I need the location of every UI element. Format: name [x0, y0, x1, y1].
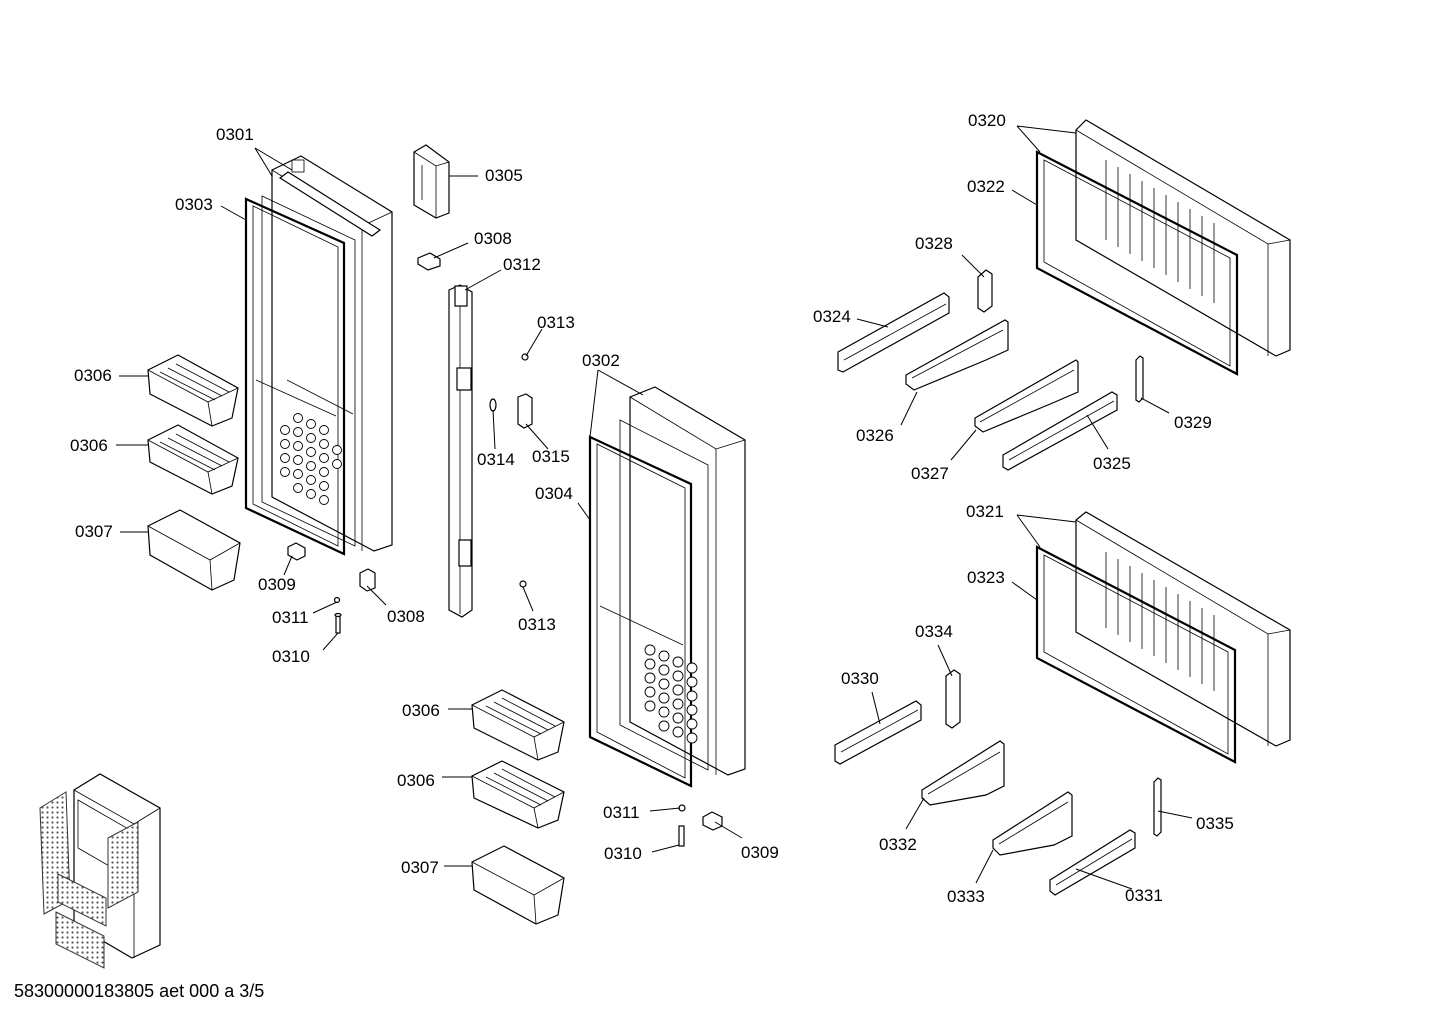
label-0308-upper: 0308 [474, 229, 512, 248]
left-shelf-lower [147, 509, 241, 591]
center-door-assembly [619, 386, 746, 776]
label-0324: 0324 [813, 307, 851, 326]
lower-right-slide-rail [1049, 829, 1136, 896]
upper-hinge-plate-right [1135, 355, 1144, 403]
cover-part [413, 144, 450, 219]
upper-drawer-ribs [1105, 160, 1215, 303]
upper-right-slide-rail [1002, 391, 1118, 471]
lower-hinge-plate-right [1153, 777, 1162, 837]
upper-drawer-front [1075, 119, 1291, 357]
label-0312: 0312 [503, 255, 541, 274]
center-door-hole-grid [644, 644, 698, 744]
center-shelf-upper [471, 689, 565, 761]
label-0302: 0302 [582, 351, 620, 370]
label-0327: 0327 [911, 464, 949, 483]
label-0303: 0303 [175, 195, 213, 214]
upper-hinge-plate-left [977, 269, 993, 313]
label-0321: 0321 [966, 502, 1004, 521]
leader-lines [116, 125, 1193, 890]
label-0301: 0301 [216, 125, 254, 144]
label-0329: 0329 [1174, 413, 1212, 432]
label-0311-center: 0311 [603, 803, 640, 822]
lower-hinge-plate-left [945, 669, 961, 729]
label-0332: 0332 [879, 835, 917, 854]
label-0310-center: 0310 [604, 844, 642, 863]
small-pin-center [489, 398, 497, 412]
label-0313-upper: 0313 [537, 313, 575, 332]
small-bracket-center [702, 811, 723, 831]
label-0307-center: 0307 [401, 858, 439, 877]
label-0313-lower: 0313 [518, 615, 556, 634]
label-0328: 0328 [915, 234, 953, 253]
left-shelf-middle [147, 424, 239, 495]
left-shelf-upper [147, 354, 239, 427]
left-door-hole-grid [280, 413, 342, 505]
lower-drawer-gasket [1035, 545, 1237, 764]
center-door-gasket [588, 435, 698, 788]
label-0326: 0326 [856, 426, 894, 445]
label-0334: 0334 [915, 622, 953, 641]
label-0323: 0323 [967, 568, 1005, 587]
label-0331: 0331 [1125, 886, 1163, 905]
small-bracket-left [287, 542, 306, 561]
upper-left-bracket [905, 319, 1009, 391]
small-hinge-clip-upper [417, 252, 441, 271]
label-0325: 0325 [1093, 454, 1131, 473]
label-0311-left: 0311 [272, 608, 309, 627]
label-0314: 0314 [477, 450, 515, 469]
label-0309-left: 0309 [258, 575, 296, 594]
label-0330: 0330 [841, 669, 879, 688]
small-pin-left [334, 612, 342, 634]
label-0335: 0335 [1196, 814, 1234, 833]
lower-drawer-front [1075, 511, 1291, 747]
document-id: 58300000183805 aet 000 a 3/5 [14, 981, 265, 1001]
center-shelf-middle [471, 760, 565, 829]
upper-drawer-gasket [1035, 150, 1239, 376]
part-labels: 0301 0303 0305 0308 0312 0313 0306 0306 … [70, 111, 1234, 906]
center-shelf-lower [471, 845, 565, 925]
left-door-assembly [261, 155, 393, 552]
label-0307-left: 0307 [75, 522, 113, 541]
small-pin-center-lower [678, 825, 685, 847]
label-0306-center-middle: 0306 [397, 771, 435, 790]
overview-fridge-thumbnail [39, 773, 161, 969]
left-door-gasket [244, 197, 346, 556]
center-rail [448, 284, 473, 618]
lower-drawer-ribs [1105, 552, 1215, 691]
label-0333: 0333 [947, 887, 985, 906]
label-0320: 0320 [968, 111, 1006, 130]
small-ball-left [333, 596, 341, 604]
label-0310-left: 0310 [272, 647, 310, 666]
lower-right-bracket [992, 791, 1073, 856]
lower-left-slide-rail [834, 700, 922, 765]
handle-block [517, 393, 533, 429]
screw-lower [519, 580, 527, 588]
label-0306-center-upper: 0306 [402, 701, 440, 720]
small-hinge-clip-lower [359, 568, 376, 592]
label-0322: 0322 [967, 177, 1005, 196]
label-0309-center: 0309 [741, 843, 779, 862]
label-0305: 0305 [485, 166, 523, 185]
label-0315: 0315 [532, 447, 570, 466]
lower-left-bracket [921, 740, 1005, 806]
label-0306-left-upper: 0306 [74, 366, 112, 385]
label-0308-lower: 0308 [387, 607, 425, 626]
upper-left-slide-rail [837, 292, 950, 373]
label-0304: 0304 [535, 484, 573, 503]
upper-right-bracket [974, 359, 1079, 433]
label-0306-left-middle: 0306 [70, 436, 108, 455]
